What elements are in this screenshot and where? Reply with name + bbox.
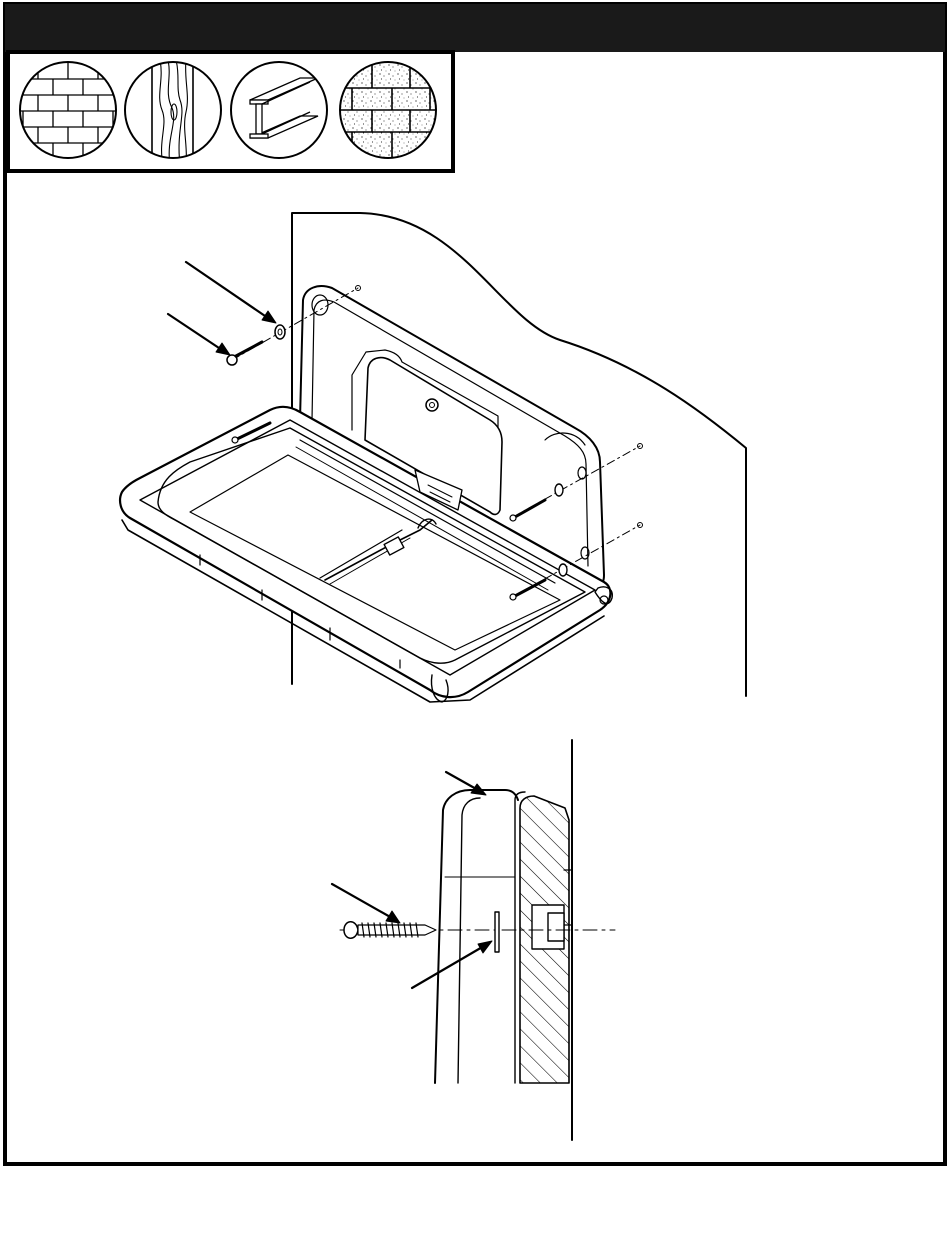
mounting-screw bbox=[227, 342, 262, 365]
leader-arrow bbox=[446, 772, 486, 795]
leader-arrow bbox=[168, 314, 230, 355]
leader-arrow bbox=[332, 884, 400, 923]
washer bbox=[559, 564, 567, 576]
leader-arrow bbox=[412, 941, 492, 988]
mounting-screw bbox=[344, 922, 436, 939]
leader-arrow bbox=[186, 262, 276, 323]
washer bbox=[275, 325, 285, 339]
wall-mount-cross-section bbox=[332, 740, 615, 1140]
wall-type-panel bbox=[8, 52, 453, 171]
header-bar bbox=[5, 4, 945, 52]
changing-station-isometric-view bbox=[120, 213, 746, 702]
washer bbox=[495, 912, 499, 952]
unit-profile bbox=[435, 790, 518, 1083]
washer bbox=[555, 484, 563, 496]
